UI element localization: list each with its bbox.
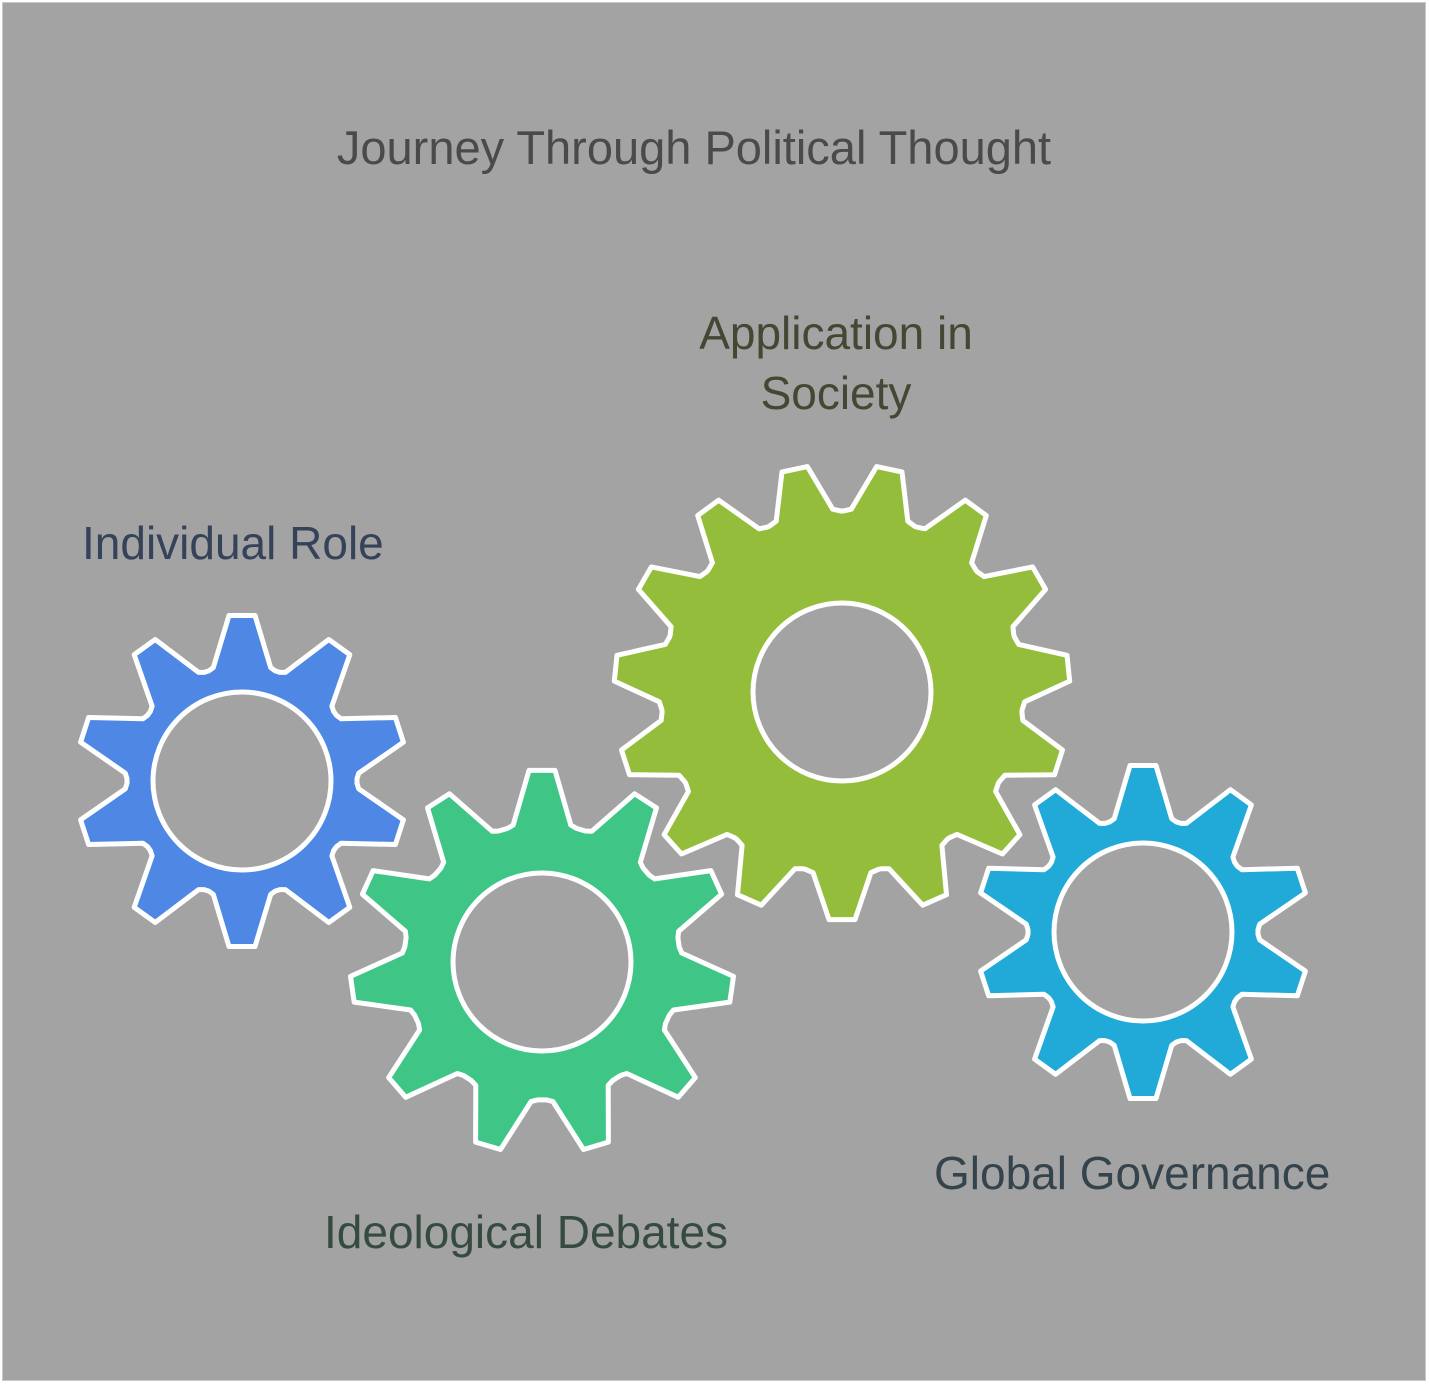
gear-ideological-debates bbox=[348, 767, 736, 1152]
label-individual-role: Individual Role bbox=[82, 517, 384, 569]
diagram-title: Journey Through Political Thought bbox=[336, 121, 1052, 174]
label-ideological-debates: Ideological Debates bbox=[324, 1206, 729, 1258]
gear-hole bbox=[150, 689, 334, 873]
gear-hole bbox=[750, 600, 934, 784]
label-application-line1: Application in bbox=[699, 307, 973, 359]
gear-hole bbox=[1051, 840, 1235, 1024]
gear-global-governance bbox=[978, 763, 1308, 1101]
gear-individual-role bbox=[78, 613, 406, 949]
gear-application-in-society bbox=[611, 464, 1073, 923]
gear-hole bbox=[450, 870, 634, 1054]
label-global-governance: Global Governance bbox=[934, 1147, 1331, 1199]
label-application-line2: Society bbox=[760, 367, 912, 419]
label-application-in-society: Application in Society bbox=[660, 303, 1012, 423]
